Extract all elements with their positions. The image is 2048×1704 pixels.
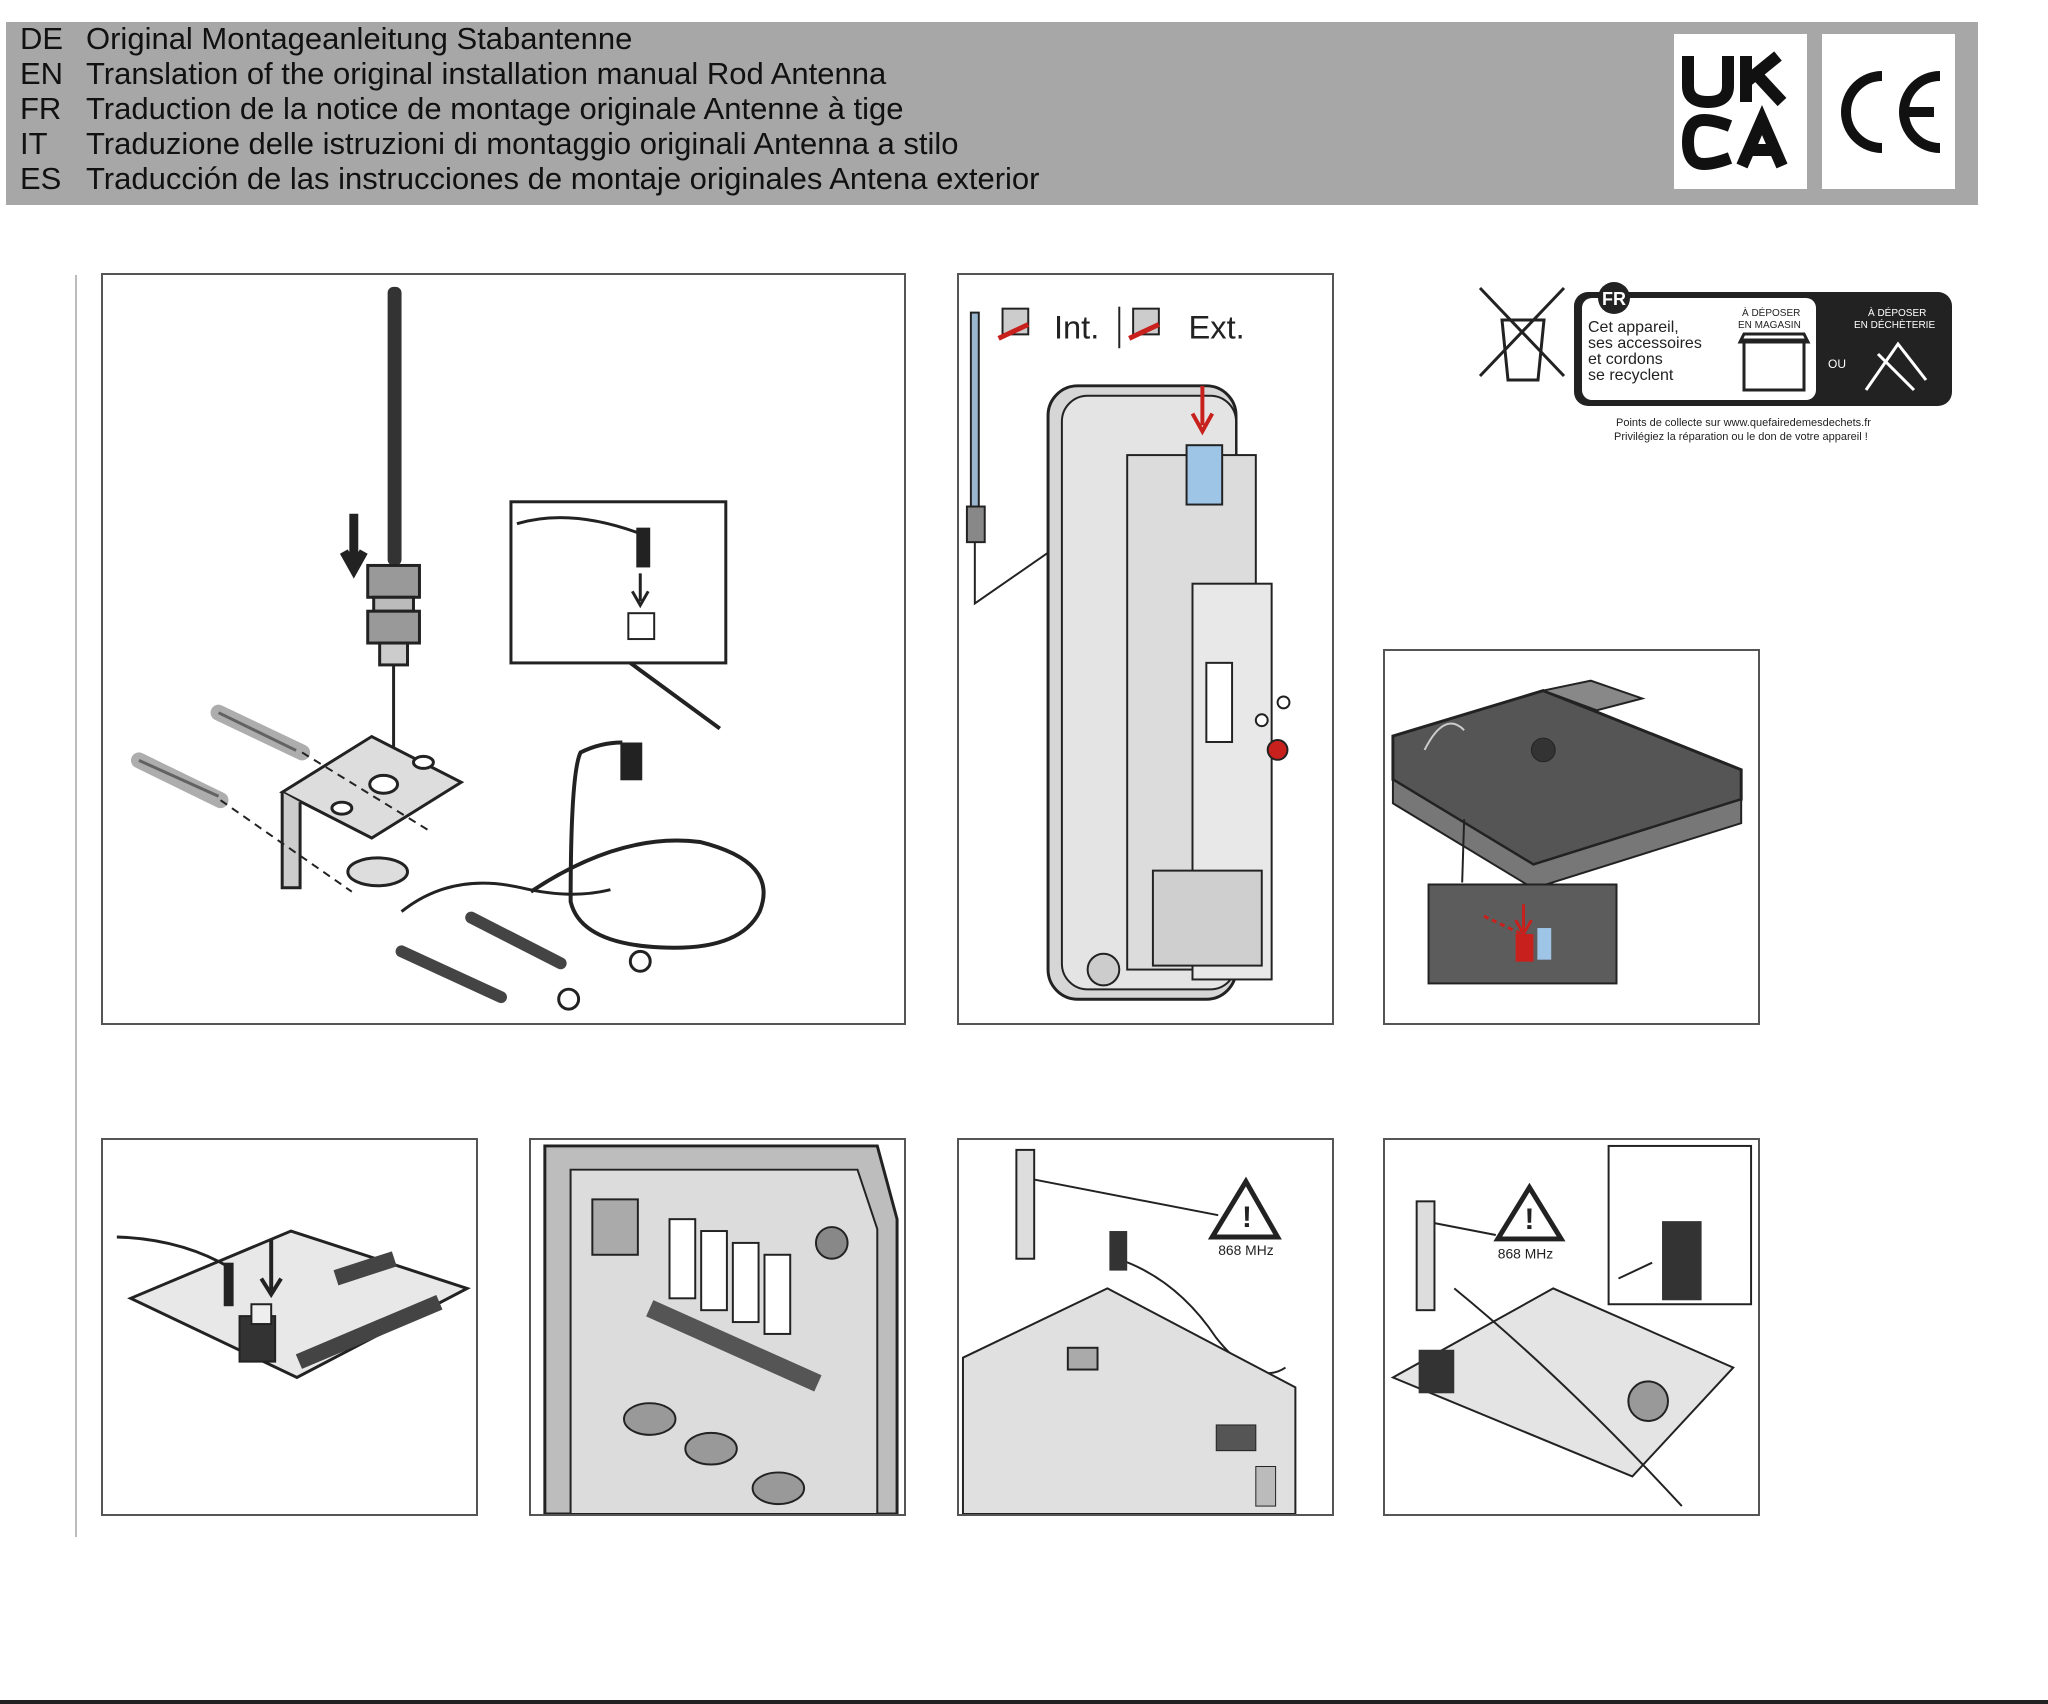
ukca-logo-icon: [1681, 51, 1788, 171]
recycle-footer-2: Privilégiez la réparation ou le don de v…: [1614, 431, 1868, 443]
panel-antenna-mounting: [101, 273, 906, 1025]
panel-pcb-plug: [101, 1138, 478, 1516]
dump-label-1: À DÉPOSER: [1868, 306, 1926, 319]
crossed-bin-icon: [1478, 286, 1566, 382]
recycle-line1: Cet appareil,: [1588, 319, 1679, 336]
shop-label-2: EN MAGASIN: [1738, 320, 1801, 331]
dump-label-2: EN DÉCHÈTERIE: [1854, 318, 1935, 331]
recycle-badge: FR: [1602, 289, 1626, 309]
board-868-b-illustration: ! 868 MHz: [1390, 1144, 1753, 1507]
shop-icon: [1737, 332, 1811, 392]
warning-mark-b: !: [1525, 1203, 1535, 1236]
recycle-line3: et cordons: [1588, 351, 1663, 368]
dump-icon: [1864, 341, 1928, 392]
ext-label: Ext.: [1189, 308, 1245, 345]
panel-board-connector: [1383, 649, 1760, 1025]
freq-label-a: 868 MHz: [1218, 1242, 1273, 1258]
int-label: Int.: [1054, 308, 1099, 345]
warning-icon: [1207, 1176, 1282, 1240]
internal-icon: [1001, 307, 1030, 336]
margin-rule: [75, 275, 77, 1537]
ce-logo-icon: [1841, 71, 1941, 153]
shop-label-1: À DÉPOSER: [1742, 306, 1800, 319]
antenna-mounting-illustration: [130, 286, 766, 1011]
board-connector-illustration: [1391, 679, 1743, 985]
recycling-info: FR Cet appareil, ses accessoires et cord…: [1478, 280, 1960, 450]
ukca-mark: UK: [1674, 34, 1807, 189]
recycle-line2: ses accessoires: [1588, 335, 1702, 352]
warning-icon-b: [1493, 1182, 1566, 1242]
panel-receiver-int-ext: Int. Ext.: [957, 273, 1334, 1025]
recycling-illustration: FR Cet appareil, ses accessoires et cord…: [1478, 282, 1952, 443]
pcb-plug-illustration: [116, 1229, 471, 1380]
receiver-illustration: Int. Ext.: [965, 306, 1291, 1001]
panel-control-housing: [529, 1138, 906, 1516]
warning-mark: !: [1242, 1201, 1252, 1234]
recycle-footer-1: Points de collecte sur www.quefairedemes…: [1616, 417, 1871, 429]
ce-mark: CE: [1822, 34, 1955, 189]
panel-868-board-b: ! 868 MHz: [1383, 1138, 1760, 1516]
page-bottom-rule: [0, 1700, 2048, 1704]
recycle-line4: se recyclent: [1588, 367, 1674, 384]
panel-868-board-a: ! 868 MHz: [957, 1138, 1334, 1516]
freq-label-b: 868 MHz: [1498, 1246, 1553, 1262]
ou-label: OU: [1828, 357, 1846, 371]
control-housing-illustration: [543, 1144, 899, 1514]
board-868-a-illustration: ! 868 MHz: [961, 1148, 1297, 1514]
